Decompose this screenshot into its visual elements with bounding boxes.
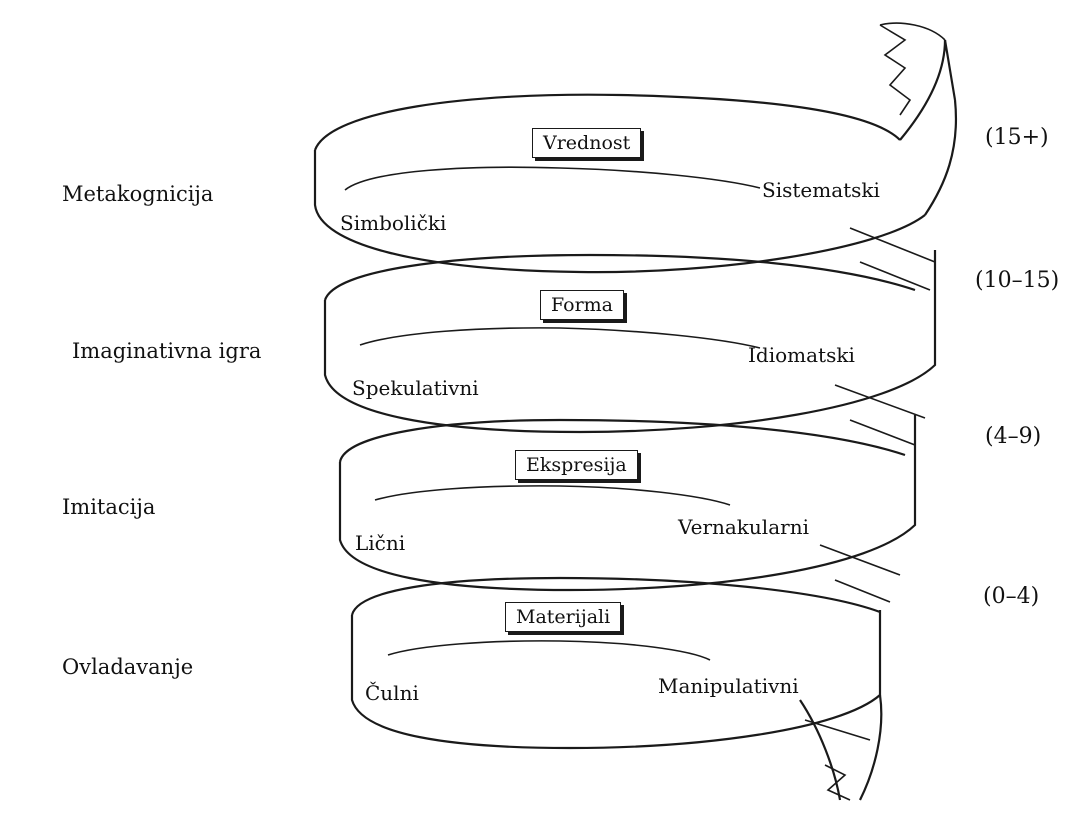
- stage-label-imitacija: Imitacija: [62, 495, 156, 519]
- mode-left-licni: Lični: [355, 531, 406, 555]
- stage-label-metakognicija: Metakognicija: [62, 182, 214, 206]
- mode-right-vernakularni: Vernakularni: [678, 515, 809, 539]
- mode-right-sistematski: Sistematski: [762, 178, 880, 202]
- coil-front-faces: [313, 22, 958, 801]
- mode-left-simbolicki: Simbolički: [340, 211, 447, 235]
- mode-left-culni: Čulni: [365, 681, 419, 705]
- mode-left-spekulativni: Spekulativni: [352, 376, 479, 400]
- age-label-10-15: (10–15): [975, 268, 1060, 293]
- concept-box-ekspresija: Ekspresija: [515, 450, 638, 480]
- concept-box-vrednost: Vrednost: [532, 128, 642, 158]
- age-label-0-4: (0–4): [983, 584, 1040, 609]
- stage-label-ovladavanje: Ovladavanje: [62, 655, 194, 679]
- age-label-4-9: (4–9): [985, 424, 1042, 449]
- mode-right-manipulativni: Manipulativni: [658, 674, 799, 698]
- mode-right-idiomatski: Idiomatski: [748, 343, 855, 367]
- age-label-15plus: (15+): [985, 125, 1049, 150]
- concept-box-forma: Forma: [540, 290, 625, 320]
- stage-label-imaginativna-igra: Imaginativna igra: [72, 339, 262, 363]
- coil-back-rims: [313, 93, 916, 661]
- concept-box-materijali: Materijali: [505, 602, 622, 632]
